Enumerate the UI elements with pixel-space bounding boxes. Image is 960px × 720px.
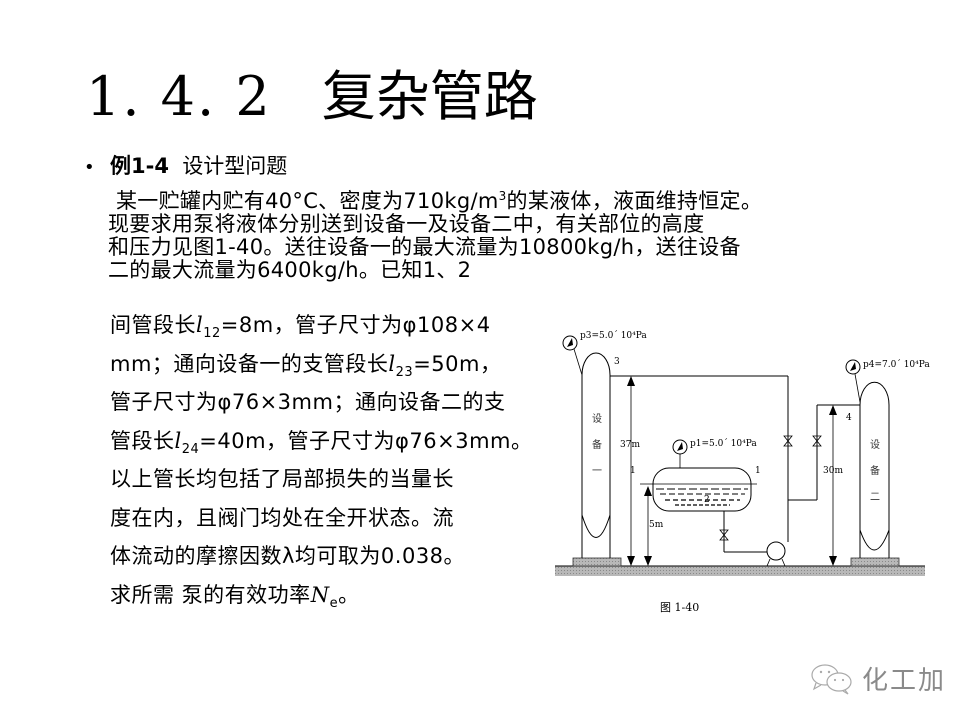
- equip1-label: 设: [592, 413, 602, 425]
- piping-diagram: 设 备 一 p3=5.0´ 10⁴Pa 3 37m 1 2 1 p1=5.0´ …: [555, 330, 930, 576]
- height-37-label: 37m: [620, 440, 640, 450]
- detail-text: =40m，管子尺寸为φ76×3mm。: [199, 428, 533, 453]
- point-3-label: 3: [614, 357, 620, 367]
- pressure-gauge-p4-icon: [845, 359, 861, 403]
- problem-paragraph: 某一贮罐内贮有40°C、密度为710kg/m3的某液体，液面维持恒定。 现要求用…: [108, 190, 928, 282]
- paragraph-text: 某一贮罐内贮有40°C、密度为710kg/m: [116, 189, 499, 213]
- point-1-right-label: 1: [755, 466, 761, 476]
- example-type: 设计型问题: [182, 154, 288, 178]
- detail-line: 间管段长l12=8m，管子尺寸为φ108×4: [110, 306, 532, 345]
- equip2-label: 二: [870, 492, 880, 503]
- equip2-label: 设: [870, 439, 880, 451]
- detail-line: 度在内，且阀门均处在全开状态。流: [110, 505, 454, 530]
- valve-icon: [719, 529, 729, 541]
- variable: l: [196, 313, 204, 337]
- valve-icon: [783, 435, 793, 447]
- pressure-gauge-p1-icon: [672, 439, 688, 468]
- bullet-dot-icon: •: [84, 157, 95, 178]
- detail-line: 以上管长均包括了局部损失的当量长: [110, 467, 454, 491]
- subscript: 12: [203, 326, 221, 341]
- detail-text: 管子尺寸为φ76×3mm；通向设备二的支: [110, 390, 506, 414]
- paragraph-line: 现要求用泵将液体分别送到设备一及设备二中，有关部位的高度: [108, 212, 705, 236]
- watermark: 化工加: [810, 660, 946, 697]
- point-1-left-label: 1: [630, 466, 636, 476]
- valve-icon: [812, 435, 822, 447]
- pressure-gauge-p3-icon: [562, 335, 583, 376]
- variable: l: [174, 428, 182, 453]
- detail-text: 求所需 泵的有效功率: [110, 582, 311, 607]
- point-2-label: 2: [704, 495, 710, 505]
- p4-label: p4=7.0´ 10⁴Pa: [863, 359, 930, 370]
- detail-text: 管段长: [110, 428, 175, 453]
- equip2-label: 备: [870, 464, 880, 477]
- detail-line: 体流动的摩擦因数λ均可取为0.038。: [110, 544, 466, 568]
- pump-icon: [766, 541, 786, 567]
- detail-text: =50m，: [413, 351, 502, 376]
- detail-text: 间管段长: [110, 313, 196, 337]
- p3-label: p3=5.0´ 10⁴Pa: [580, 330, 647, 341]
- slide-title: 1. 4. 2 复杂管路: [86, 62, 538, 132]
- figure-caption: 图 1-40: [660, 601, 700, 614]
- detail-line: mm；通向设备一的支管段长l23=50m，: [110, 345, 532, 384]
- title-text: 复杂管路: [321, 65, 538, 128]
- p1-label: p1=5.0´ 10⁴Pa: [690, 438, 757, 449]
- subscript: 24: [181, 441, 200, 457]
- watermark-text: 化工加: [862, 666, 947, 696]
- superscript: 3: [498, 189, 507, 203]
- wechat-icon: [811, 663, 852, 695]
- variable: N: [310, 582, 330, 607]
- paragraph-text: 的某液体，液面维持恒定。: [506, 189, 763, 213]
- paragraph-line: 和压力见图1-40。送往设备一的最大流量为10800kg/h，送往设备: [108, 235, 741, 259]
- equipment-1: 设 备 一: [572, 352, 622, 567]
- detail-line: 管子尺寸为φ76×3mm；通向设备二的支: [110, 383, 532, 422]
- height-30-label: 30m: [823, 466, 843, 476]
- subscript: e: [329, 595, 339, 611]
- example-label: 例1-4: [110, 154, 169, 178]
- detail-text: =8m，管子尺寸为φ108×4: [220, 313, 491, 337]
- subscript: 23: [395, 364, 414, 380]
- storage-tank: [640, 467, 757, 512]
- problem-details: 间管段长l12=8m，管子尺寸为φ108×4 mm；通向设备一的支管段长l23=…: [110, 306, 532, 614]
- height-5-label: 5m: [649, 520, 664, 530]
- paragraph-line: 某一贮罐内贮有40°C、密度为710kg/m3的某液体，液面维持恒定。: [108, 190, 928, 213]
- paragraph-line: 二的最大流量为6400kg/h。已知1、2: [108, 258, 472, 282]
- ground: [555, 566, 925, 576]
- title-number: 1. 4. 2: [86, 65, 272, 128]
- variable: l: [388, 351, 396, 376]
- bullet-example: • 例1-4 设计型问题: [84, 152, 287, 182]
- detail-line: 求所需 泵的有效功率Ne。: [110, 576, 532, 615]
- equip1-label: 一: [592, 466, 602, 477]
- equip1-label: 备: [592, 438, 602, 451]
- point-4-label: 4: [846, 413, 852, 423]
- detail-text: 。: [338, 582, 360, 607]
- detail-text: mm；通向设备一的支管段长: [110, 351, 389, 376]
- detail-line: 管段长l24=40m，管子尺寸为φ76×3mm。: [110, 422, 532, 461]
- equipment-2: 设 备 二: [850, 381, 900, 567]
